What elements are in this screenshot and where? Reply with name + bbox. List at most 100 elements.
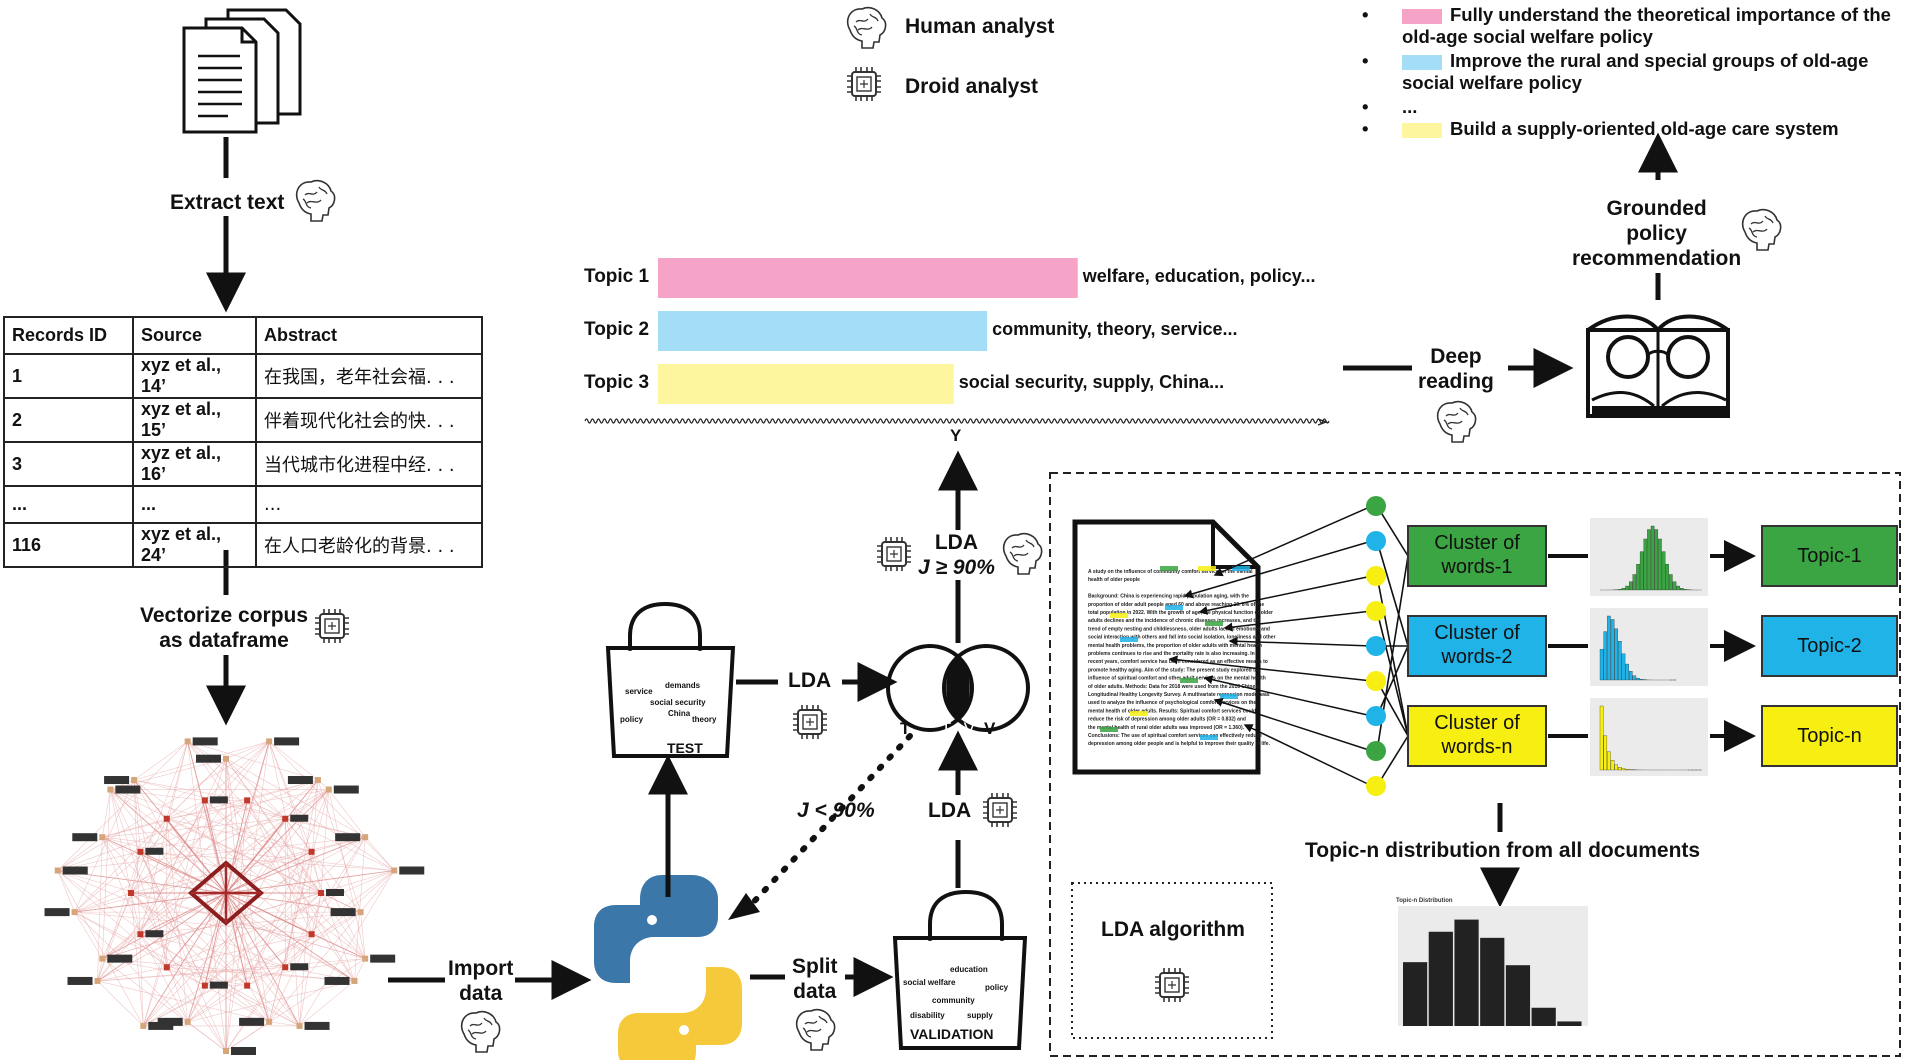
network-node-label xyxy=(231,1047,256,1055)
network-edge xyxy=(130,851,141,894)
network-edge xyxy=(225,758,366,838)
color-swatch xyxy=(1402,122,1442,138)
network-node xyxy=(99,955,106,962)
cluster-label-line-2: words-n xyxy=(1441,736,1513,758)
network-edge xyxy=(134,779,366,838)
table-header-row: Records ID Source Abstract xyxy=(3,316,483,355)
network-node xyxy=(282,815,289,822)
cell-abstract: 在我国，老年社会福. . . xyxy=(255,353,483,399)
network-edge xyxy=(166,800,205,819)
topic-bar-label: Topic 3 xyxy=(584,372,650,393)
recommendation-text: Fully understand the theoretical importa… xyxy=(1450,4,1891,25)
network-node-label xyxy=(62,866,88,875)
network-node xyxy=(223,1048,229,1054)
venn-right-label: V xyxy=(984,719,996,738)
network-edge xyxy=(225,800,248,1052)
network-edge xyxy=(187,741,318,781)
recommendation-text: ... xyxy=(1402,96,1418,117)
network-node xyxy=(137,931,144,938)
lda-pass-line-1: LDA xyxy=(934,531,979,554)
mini-histogram-bar xyxy=(1625,769,1629,771)
word-dot xyxy=(1366,776,1386,796)
vectorize-label: Vectorize corpus as dataframe xyxy=(140,603,308,653)
network-edge xyxy=(102,837,141,935)
topic-box xyxy=(1761,525,1898,587)
word-connector xyxy=(1213,698,1373,752)
recommendation-text-cont: old-age social welfare policy xyxy=(1402,26,1653,47)
network-edge xyxy=(268,741,312,935)
mini-histogram-bar xyxy=(1632,574,1637,591)
mini-histogram-bar xyxy=(1669,574,1673,591)
mini-histogram-bar xyxy=(1621,588,1626,591)
network-edge xyxy=(134,779,248,801)
network-edge xyxy=(110,789,227,894)
network-edge xyxy=(166,818,188,1022)
color-swatch xyxy=(1402,8,1442,24)
topic-bar xyxy=(658,311,988,351)
split-data-label: Split data xyxy=(792,954,838,1004)
doc-text-line: promote healthy aging. Aim of the study:… xyxy=(1088,667,1261,673)
doc-text-line: problems continues to rise and the morta… xyxy=(1088,651,1255,657)
network-node-label xyxy=(274,737,300,746)
network-core xyxy=(191,863,261,923)
mini-histogram-bar xyxy=(1607,615,1611,681)
topic-distribution-histogram: Topic-n Distribution xyxy=(1396,898,1588,1026)
doc-text-line: adults declines and the incidence of chr… xyxy=(1088,618,1261,624)
network-edge xyxy=(74,911,300,1027)
droid-analyst-icon xyxy=(846,66,882,102)
doc-highlight xyxy=(1205,621,1223,626)
network-edge xyxy=(311,837,366,935)
deep-reading-label: Deep reading xyxy=(1418,344,1494,394)
recommendation-item: •Build a supply-oriented old-age care sy… xyxy=(1362,118,1902,140)
network-node-label xyxy=(290,814,309,822)
mini-histogram-bar xyxy=(1676,585,1680,591)
word-dot xyxy=(1366,531,1386,551)
network-node-label xyxy=(145,930,164,938)
network-edge xyxy=(166,967,205,986)
cluster-connector xyxy=(1376,680,1409,737)
doc-text-line: mental health problems, the proportion o… xyxy=(1088,643,1262,649)
cluster-box xyxy=(1407,615,1547,677)
network-edge xyxy=(269,1021,300,1027)
deep-line-1: Deep xyxy=(1430,345,1482,368)
bag-word: education xyxy=(950,965,988,974)
extract-text-label: Extract text xyxy=(170,191,285,214)
word-connector xyxy=(1198,575,1373,615)
network-edge xyxy=(74,789,329,913)
legend-human-label: Human analyst xyxy=(905,15,1055,38)
network-edge xyxy=(247,967,286,986)
word-network-graph xyxy=(44,737,425,1055)
network-edge xyxy=(140,851,227,1052)
network-node xyxy=(244,982,251,989)
network-edge xyxy=(57,741,188,871)
human-analyst-icon xyxy=(846,6,887,49)
network-edge xyxy=(133,780,144,1026)
bullet-dot: • xyxy=(1362,118,1369,139)
network-edge xyxy=(225,818,286,894)
word-dot xyxy=(1366,566,1386,586)
doc-text-line: social interaction with others and fall … xyxy=(1088,635,1276,641)
mini-histogram-bar xyxy=(1614,764,1618,771)
bag-word: supply xyxy=(967,1011,993,1020)
network-edge xyxy=(140,818,168,852)
network-edge xyxy=(140,741,188,935)
network-edge xyxy=(187,741,286,819)
network-node-label xyxy=(192,737,218,746)
doc-text-line: influence of spiritual comfort and other… xyxy=(1088,676,1266,682)
network-edge xyxy=(354,837,366,981)
network-node-label xyxy=(304,1021,330,1030)
histogram-bar xyxy=(1557,1021,1582,1026)
doc-text-line: mental health of older adults. Results: … xyxy=(1088,708,1256,714)
grounded-line-1: Grounded xyxy=(1606,197,1707,220)
network-edge xyxy=(97,966,286,982)
histogram-bar xyxy=(1403,962,1428,1026)
network-node-label xyxy=(239,1017,265,1026)
network-edge xyxy=(285,789,329,819)
split-line-1: Split xyxy=(792,955,838,978)
python-logo-icon xyxy=(594,875,742,1060)
doc-highlight xyxy=(1232,566,1250,571)
histogram-bar xyxy=(1428,931,1453,1026)
network-edge xyxy=(130,892,141,935)
cell-abstract: 伴着现代化社会的快. . . xyxy=(255,397,483,443)
